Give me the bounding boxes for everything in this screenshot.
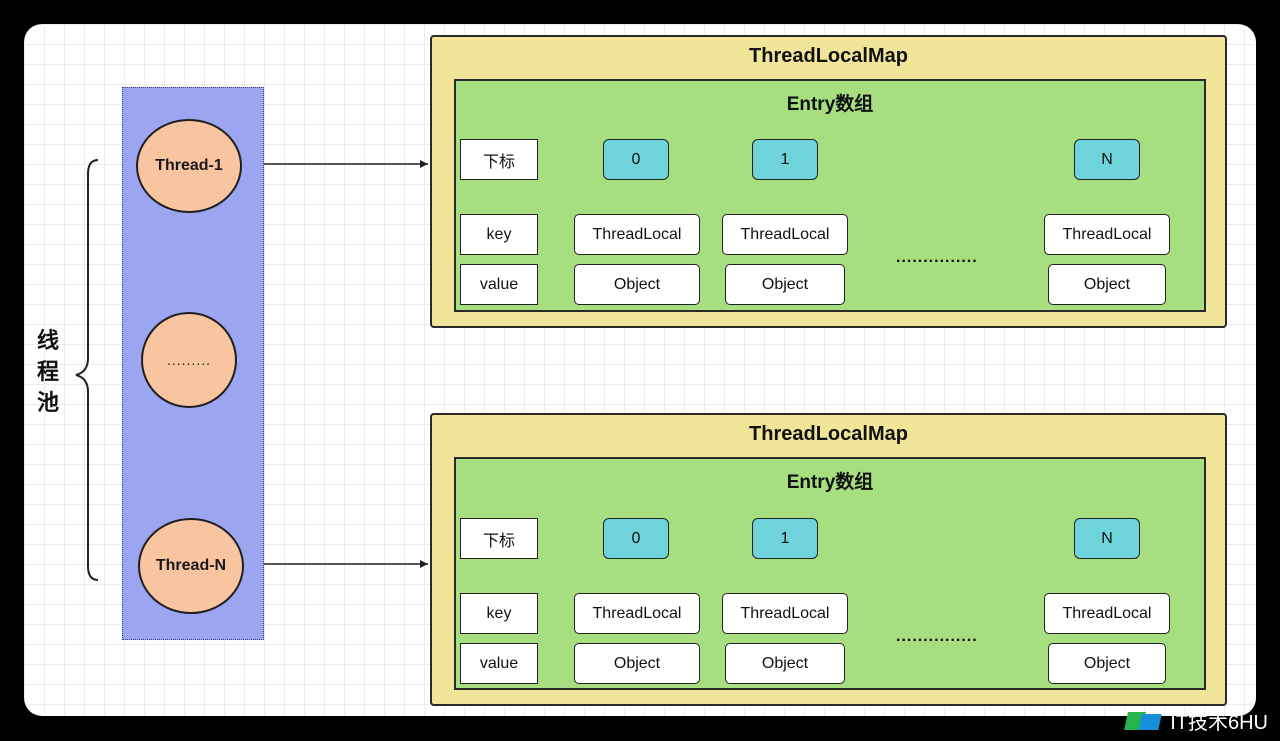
row-label-value: value [460,264,538,305]
threadlocal-box-1: ThreadLocal [722,593,848,634]
row-label-index: 下标 [460,139,538,180]
threadlocal-box-n: ThreadLocal [1044,214,1170,255]
object-box-n: Object [1048,643,1166,684]
row-label-value: value [460,643,538,684]
watermark-logo-icon [1124,710,1164,732]
thread-pool-label-char: 池 [36,390,59,415]
threadlocal-box-1: ThreadLocal [722,214,848,255]
column-ellipsis: ............... [896,628,978,645]
entry-array-title: Entry数组 [786,94,874,115]
index-box-0: 0 [603,139,669,180]
thread-node-n: Thread-N [138,518,244,614]
row-label-key: key [460,214,538,255]
threadlocal-box-0: ThreadLocal [574,214,700,255]
object-box-1: Object [725,264,845,305]
index-box-n: N [1074,518,1140,559]
column-ellipsis: ............... [896,249,978,266]
map-title: ThreadLocalMap [749,423,908,445]
index-box-n: N [1074,139,1140,180]
diagram-canvas: 线 程 池 Thread-1 ......... Thread-N Thread… [24,24,1256,716]
pool-brace [75,159,99,581]
thread-pool-label-char: 程 [36,359,59,384]
object-box-1: Object [725,643,845,684]
row-label-index: 下标 [460,518,538,559]
row-label-key: key [460,593,538,634]
index-box-0: 0 [603,518,669,559]
thread-node-ellipsis: ......... [141,312,237,408]
index-box-1: 1 [752,518,818,559]
object-box-0: Object [574,643,700,684]
watermark: IT技术6HU [1124,706,1268,735]
thread-pool-label-char: 线 [36,328,59,353]
map-title: ThreadLocalMap [749,45,908,67]
object-box-n: Object [1048,264,1166,305]
watermark-text: IT技术6HU [1170,712,1268,734]
index-box-1: 1 [752,139,818,180]
threadlocal-box-0: ThreadLocal [574,593,700,634]
thread-node-1: Thread-1 [136,119,242,213]
threadlocal-box-n: ThreadLocal [1044,593,1170,634]
entry-array-title: Entry数组 [786,472,874,493]
object-box-0: Object [574,264,700,305]
thread-pool-label: 线 程 池 [35,325,61,418]
